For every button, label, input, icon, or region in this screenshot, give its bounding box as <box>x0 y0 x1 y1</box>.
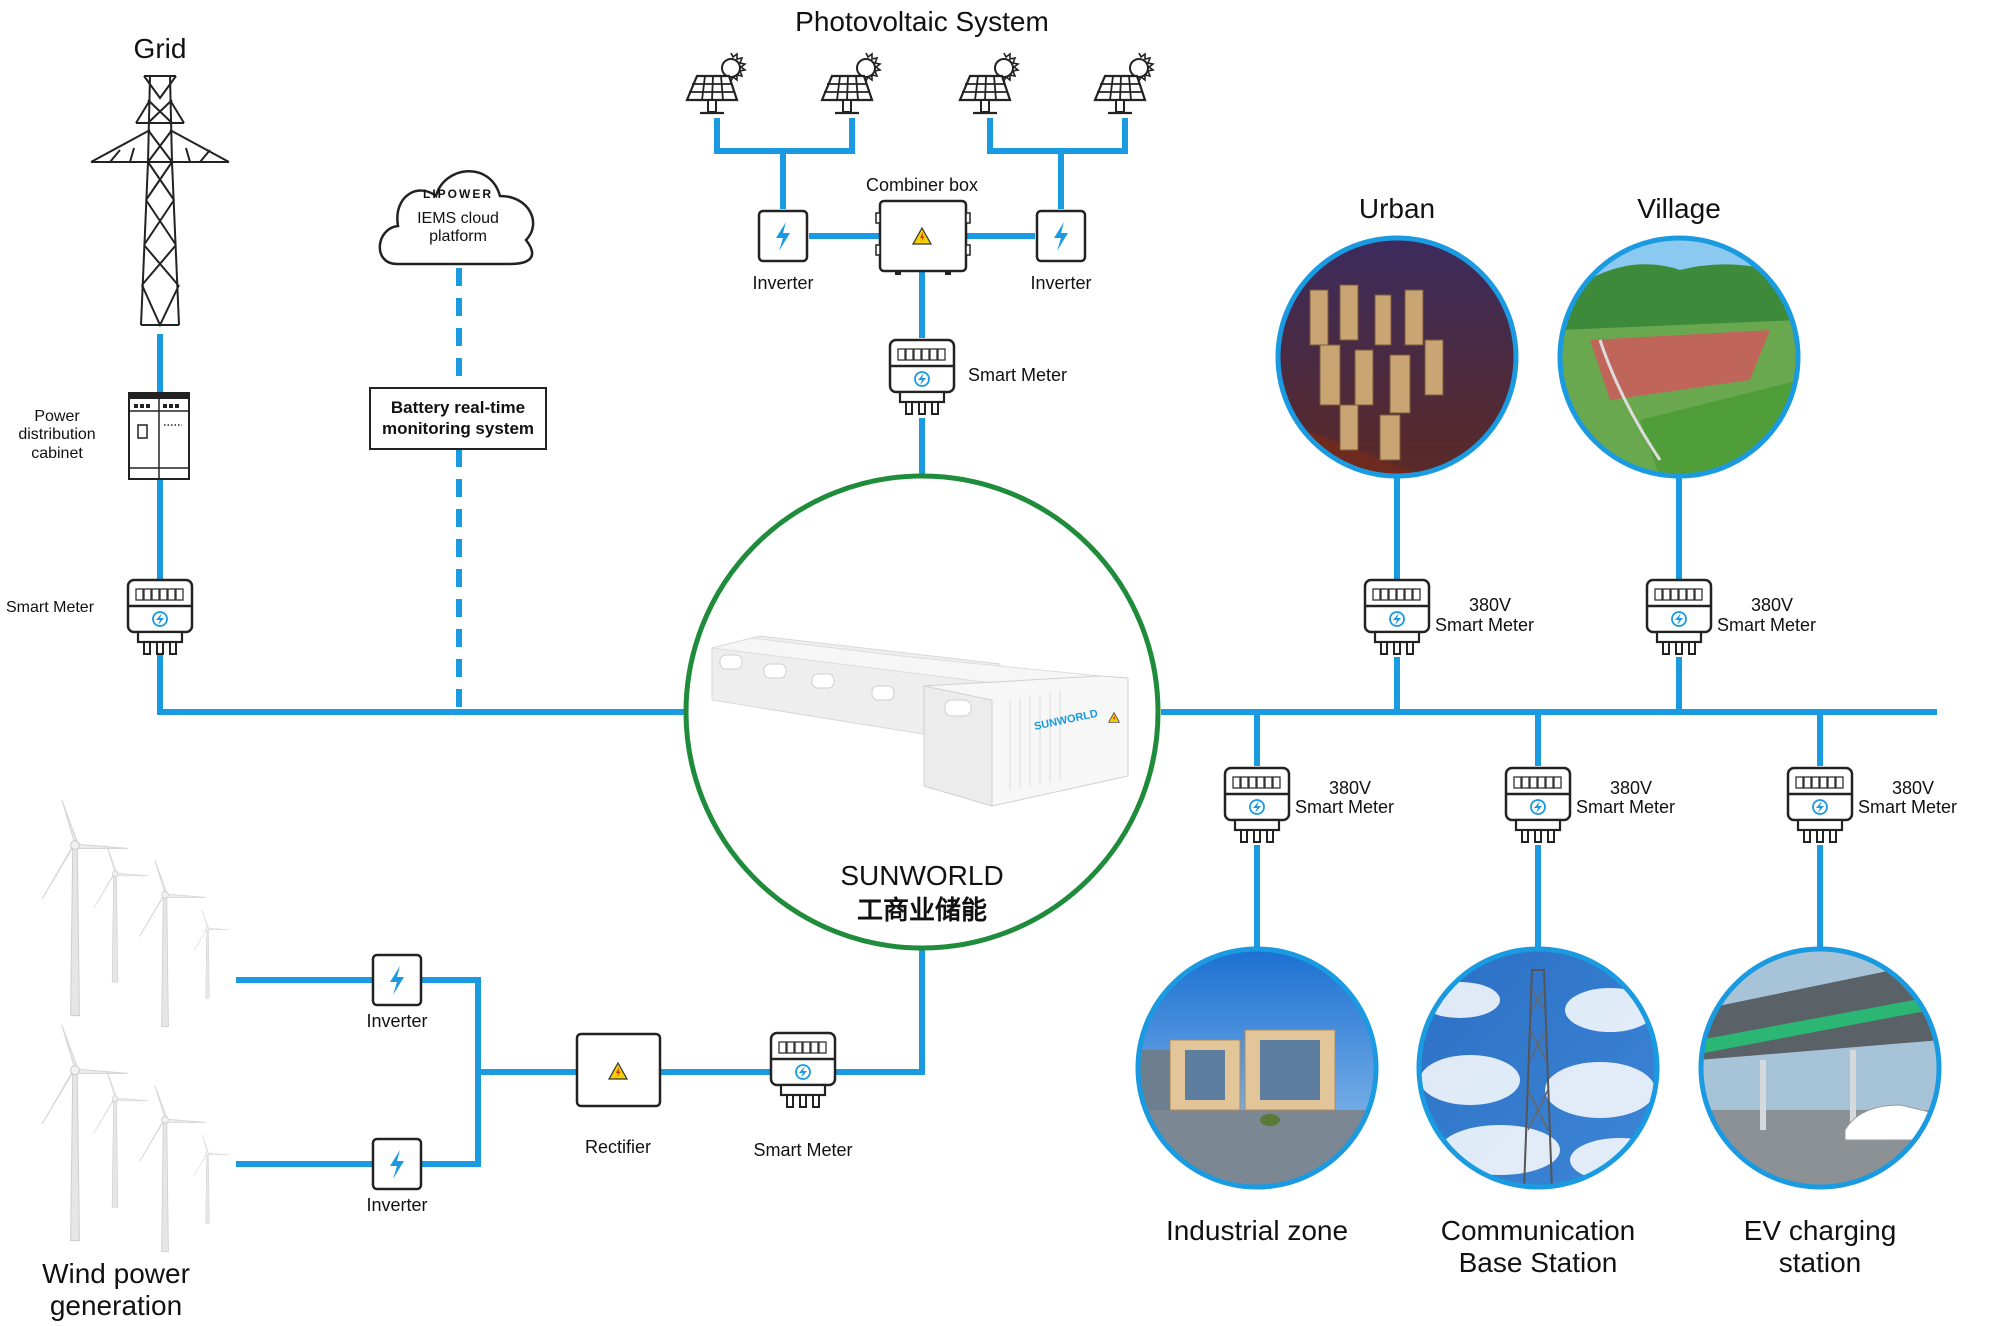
iems-cloud-label[interactable]: IEMS cloud platform <box>417 210 499 246</box>
urban-smart-meter-icon <box>1363 578 1431 656</box>
hub-brand: SUNWORLD <box>840 860 1004 891</box>
tower-photo <box>1416 946 1660 1190</box>
wires <box>157 118 1937 1167</box>
transmission-tower-icon <box>90 75 230 328</box>
wind-title: Wind power generation <box>42 1258 190 1322</box>
wind-smart-meter-label: Smart Meter <box>753 1140 853 1160</box>
battery-monitoring-box[interactable]: Battery real-time monitoring system <box>369 387 547 450</box>
grid-title: Grid <box>133 33 187 64</box>
tower-title: Communication Base Station <box>1440 1215 1636 1279</box>
distribution-cabinet-label: Power distribution cabinet <box>18 408 96 462</box>
combiner-box-label: Combiner box <box>865 175 979 195</box>
industrial-meter-label: Smart Meter <box>1295 797 1395 817</box>
industrial-photo <box>1135 946 1379 1190</box>
urban-title: Urban <box>1358 193 1436 224</box>
cloud-icon <box>378 170 535 266</box>
wind-turbines-icon <box>41 799 230 1253</box>
pv-title: Photovoltaic System <box>795 6 1049 37</box>
solar-panel-icon <box>820 51 882 115</box>
pv-inverter-left-label: Inverter <box>752 273 814 293</box>
wind-inverter-top-icon <box>371 953 423 1007</box>
urban-meter-voltage: 380V <box>1468 595 1512 615</box>
industrial-title: Industrial zone <box>1165 1215 1349 1246</box>
wind-inverter-bottom-label: Inverter <box>366 1195 428 1215</box>
tower-meter-voltage: 380V <box>1609 778 1653 798</box>
grid-smart-meter-icon <box>126 578 194 656</box>
wire-wind-merge <box>475 950 925 1167</box>
ev-smart-meter-icon <box>1786 766 1854 844</box>
container-battery-icon: SUNWORLD <box>711 635 1129 807</box>
pv-inverter-right-icon <box>1035 209 1087 263</box>
pv-inverter-left-icon <box>757 209 809 263</box>
lipower-logo: LIPOWER <box>423 187 493 201</box>
distribution-cabinet-icon <box>128 392 190 480</box>
village-smart-meter-icon <box>1645 578 1713 656</box>
wind-smart-meter-icon <box>769 1031 837 1109</box>
wind-inverter-top-label: Inverter <box>366 1011 428 1031</box>
village-meter-label: Smart Meter <box>1717 615 1817 635</box>
storage-hub[interactable]: SUNWORLD <box>683 473 1161 951</box>
ev-meter-voltage: 380V <box>1891 778 1935 798</box>
ev-station-photo <box>1698 946 1942 1190</box>
pv-smart-meter-label: Smart Meter <box>968 365 1068 385</box>
urban-meter-label: Smart Meter <box>1435 615 1535 635</box>
rectifier-label: Rectifier <box>584 1137 652 1157</box>
wind-inverter-bottom-icon <box>371 1137 423 1191</box>
hub-subtitle: 工商业储能 <box>856 895 988 925</box>
village-photo <box>1557 235 1801 479</box>
solar-panel-icon <box>685 51 747 115</box>
rectifier-icon <box>575 1032 662 1108</box>
village-meter-voltage: 380V <box>1750 595 1794 615</box>
tower-smart-meter-icon <box>1504 766 1572 844</box>
industrial-meter-voltage: 380V <box>1328 778 1372 798</box>
combiner-box-icon <box>875 199 971 275</box>
wire-pv-left <box>714 118 855 209</box>
grid-smart-meter-label: Smart Meter <box>6 599 95 616</box>
pv-inverter-right-label: Inverter <box>1030 273 1092 293</box>
industrial-smart-meter-icon <box>1223 766 1291 844</box>
solar-panel-icon <box>1093 51 1155 115</box>
pv-smart-meter-icon <box>888 338 956 416</box>
wire-pv-combiner <box>809 233 1035 474</box>
wire-pv-right <box>987 118 1128 209</box>
tower-meter-label: Smart Meter <box>1576 797 1676 817</box>
solar-panel-icon <box>958 51 1020 115</box>
village-title: Village <box>1637 193 1721 224</box>
urban-photo <box>1275 235 1519 479</box>
ev-meter-label: Smart Meter <box>1858 797 1958 817</box>
ev-title: EV charging station <box>1743 1215 1897 1279</box>
